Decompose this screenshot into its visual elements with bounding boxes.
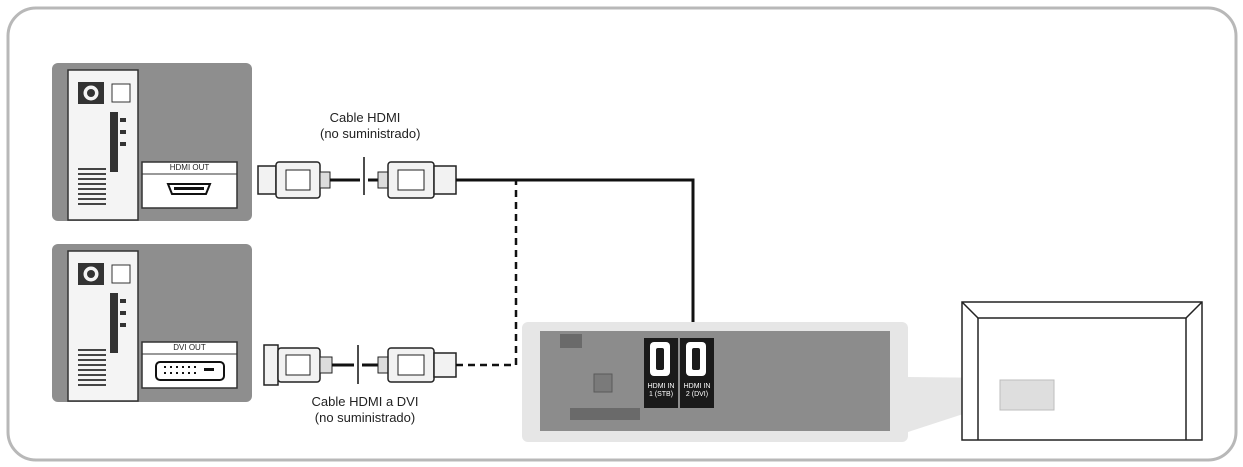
hdmi-dvi-cable-label: Cable HDMI a DVI (no suministrado) xyxy=(300,394,430,426)
hdmi-dvi-cable-name: Cable HDMI a DVI xyxy=(311,394,419,409)
tv-port-hdmi1-line1: HDMI IN xyxy=(647,383,675,390)
outer-frame xyxy=(6,6,1238,462)
hdmi-route-line xyxy=(456,178,695,345)
hdmi-dvi-cable xyxy=(263,344,457,386)
pc-hdmi-out xyxy=(52,63,252,221)
tv-port-hdmi1-line2: 1 (STB) xyxy=(648,391,674,398)
tv-rear xyxy=(961,301,1203,441)
pc-port-label-hdmi-out: HDMI OUT xyxy=(169,163,210,172)
pc-port-label-dvi-out: DVI OUT xyxy=(173,343,206,352)
hdmi-cable-note: (no suministrado) xyxy=(320,126,421,141)
hdmi-cable-name: Cable HDMI xyxy=(329,110,401,125)
hdmi-cable-label: Cable HDMI (no suministrado) xyxy=(320,110,421,142)
tv-port-label-hdmi1: HDMI IN 1 (STB) xyxy=(644,383,678,399)
tv-port-hdmi2-line2: 2 (DVI) xyxy=(685,391,709,398)
tv-port-hdmi2-line1: HDMI IN xyxy=(683,383,711,390)
hdmi-dvi-cable-note: (no suministrado) xyxy=(314,410,416,425)
tv-port-label-hdmi2: HDMI IN 2 (DVI) xyxy=(680,383,714,399)
pc-dvi-out xyxy=(52,244,252,402)
dvi-route-line xyxy=(456,180,518,367)
hdmi-cable xyxy=(257,157,457,199)
tv-port-panel xyxy=(522,322,908,442)
